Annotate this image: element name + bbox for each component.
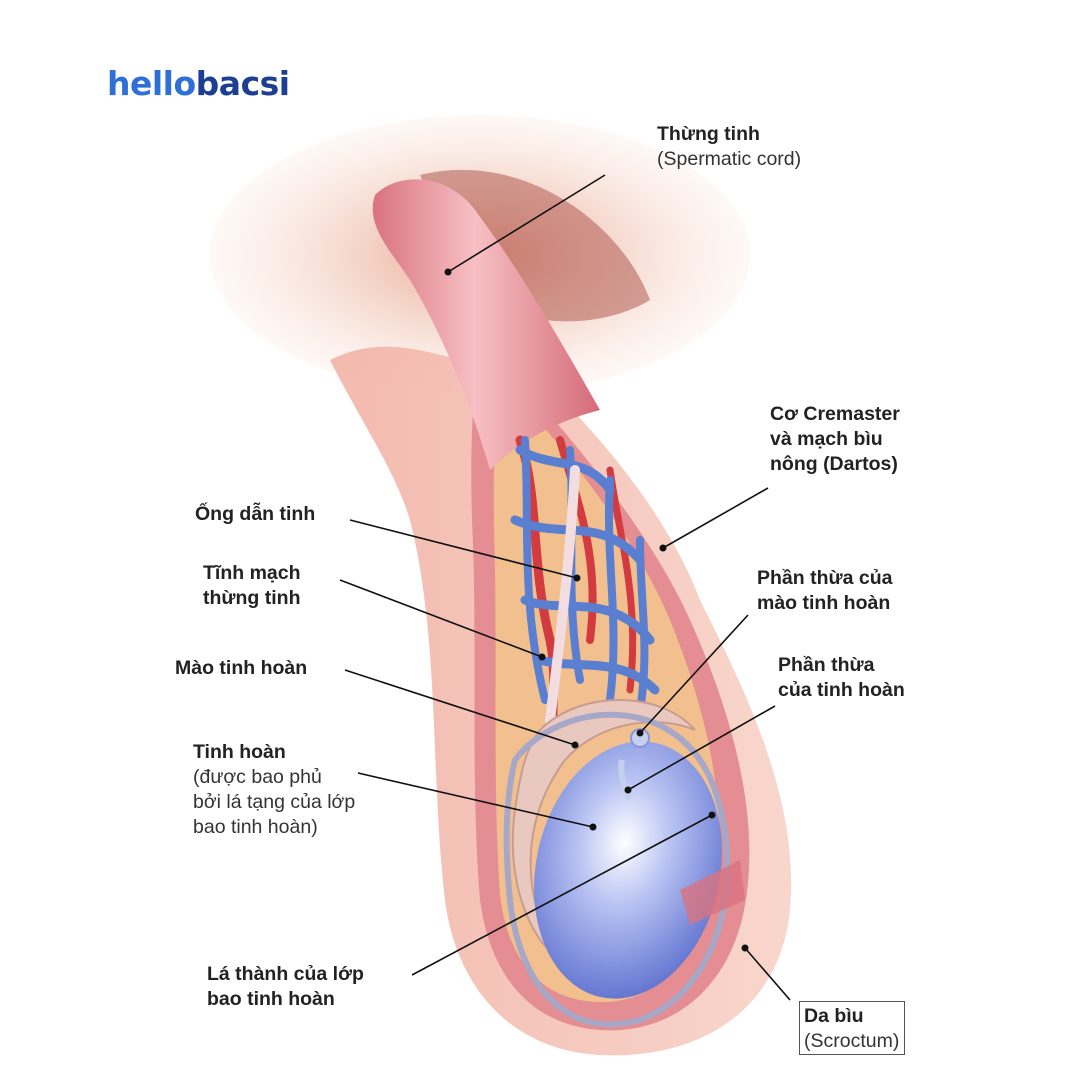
brand-logo-part1: hell xyxy=(107,64,174,103)
label-appendix-epididymis-line1: Phần thừa của xyxy=(757,567,893,589)
leader-dots xyxy=(444,268,749,952)
appendix-epididymis-shape xyxy=(630,728,650,748)
leader-lines xyxy=(339,174,791,1001)
label-cremaster-line2: và mạch bìu xyxy=(770,428,883,450)
label-scrotum-title: Da bìu xyxy=(804,1005,864,1027)
label-appendix-testis-line2: của tinh hoàn xyxy=(778,679,905,701)
label-epididymis: Mào tinh hoàn xyxy=(175,656,307,681)
label-testis: Tinh hoàn (được bao phủ bởi lá tạng của … xyxy=(193,740,355,840)
label-appendix-epididymis: Phần thừa của mào tinh hoàn xyxy=(757,566,892,616)
label-testis-sub2: bởi lá tạng của lớp xyxy=(193,791,356,813)
label-testis-sub1: (được bao phủ xyxy=(193,766,322,788)
cut-notch xyxy=(680,860,745,925)
label-testicular-vein: Tĩnh mạch thừng tinh xyxy=(203,561,301,611)
label-testicular-vein-line2: thừng tinh xyxy=(203,587,301,609)
brand-logo-part2: o xyxy=(173,64,197,103)
label-appendix-epididymis-line2: mào tinh hoàn xyxy=(757,592,891,614)
label-spermatic-cord-subtitle: (Spermatic cord) xyxy=(657,148,802,170)
label-spermatic-cord: Thừng tinh (Spermatic cord) xyxy=(657,122,801,172)
tunica-parietal xyxy=(503,711,731,1028)
appendix-testis-shape xyxy=(618,759,632,801)
epididymis-shape xyxy=(511,699,696,961)
label-parietal-layer-line2: bao tinh hoàn xyxy=(207,988,335,1010)
brand-logo: hellobacsi xyxy=(107,62,290,106)
label-vas-deferens: Ống dẫn tinh xyxy=(195,502,315,527)
label-vas-deferens-title: Ống dẫn tinh xyxy=(195,503,316,525)
testis-shape xyxy=(534,741,722,999)
brand-logo-part3: bacsi xyxy=(195,64,290,103)
label-scrotum-subtitle: (Scroctum) xyxy=(804,1030,900,1052)
label-cremaster-line1: Cơ Cremaster xyxy=(770,403,900,425)
vessel-network xyxy=(510,435,660,765)
spermatic-cord xyxy=(372,179,600,470)
label-epididymis-title: Mào tinh hoàn xyxy=(175,657,308,679)
label-appendix-testis: Phần thừa của tinh hoàn xyxy=(778,653,905,703)
label-parietal-layer: Lá thành của lớp bao tinh hoàn xyxy=(207,962,364,1012)
label-appendix-testis-line1: Phần thừa xyxy=(778,654,875,676)
label-cremaster-line3: nông (Dartos) xyxy=(770,453,898,475)
label-testis-sub3: bao tinh hoàn) xyxy=(193,816,318,838)
label-parietal-layer-line1: Lá thành của lớp xyxy=(207,963,364,985)
label-testis-title: Tinh hoàn xyxy=(193,741,286,763)
label-cremaster: Cơ Cremaster và mạch bìu nông (Dartos) xyxy=(770,402,900,477)
label-scrotum: Da bìu (Scroctum) xyxy=(799,1001,906,1055)
label-testicular-vein-line1: Tĩnh mạch xyxy=(203,562,301,584)
label-spermatic-cord-title: Thừng tinh xyxy=(657,123,760,145)
